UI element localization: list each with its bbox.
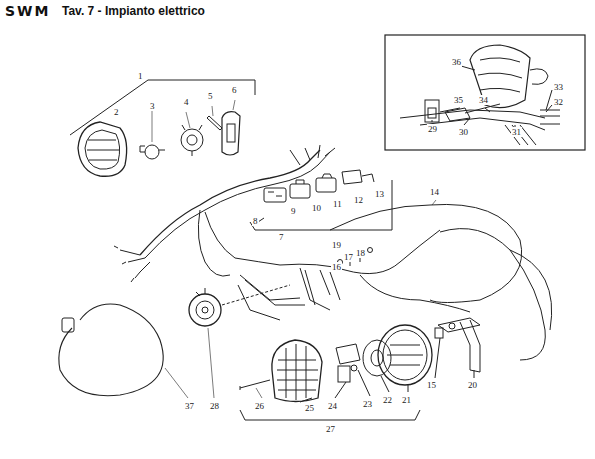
- callout-number: 2: [113, 107, 120, 117]
- callout-number: 8: [252, 216, 259, 226]
- callout-number: 33: [553, 82, 564, 92]
- callout-number: 37: [184, 401, 195, 411]
- callout-number: 25: [304, 403, 315, 413]
- callout-number: 13: [374, 189, 385, 199]
- callout-number: 6: [231, 85, 238, 95]
- callout-number: 34: [478, 95, 489, 105]
- callout-number: 16: [331, 262, 342, 272]
- callout-number: 10: [311, 203, 322, 213]
- callout-number: 29: [427, 124, 438, 134]
- callout-number: 3: [149, 101, 156, 111]
- callout-number: 36: [451, 57, 462, 67]
- callout-number: 31: [511, 127, 522, 137]
- plate-title: Tav. 7 - Impianto elettrico: [62, 4, 205, 18]
- callout-number: 15: [426, 380, 437, 390]
- callout-number: 12: [353, 195, 364, 205]
- callout-number: 35: [453, 95, 464, 105]
- callout-number: 23: [362, 399, 373, 409]
- callout-number: 11: [332, 199, 343, 209]
- callout-number: 7: [278, 232, 285, 242]
- callout-number: 26: [254, 401, 265, 411]
- callout-number: 9: [290, 206, 297, 216]
- callout-number: 30: [458, 127, 469, 137]
- callout-number: 27: [325, 424, 336, 434]
- callout-number: 19: [331, 240, 342, 250]
- callout-number: 1: [137, 71, 144, 81]
- callout-number: 20: [467, 380, 478, 390]
- callout-number: 21: [401, 395, 412, 405]
- callout-number: 18: [355, 248, 366, 258]
- callout-number: 17: [343, 252, 354, 262]
- callout-number: 14: [429, 187, 440, 197]
- callout-number: 32: [553, 97, 564, 107]
- callout-number: 24: [327, 401, 338, 411]
- callout-number: 5: [207, 91, 214, 101]
- callout-number: 4: [183, 97, 190, 107]
- brand-logo: SWM: [5, 3, 50, 19]
- callout-number: 22: [382, 395, 393, 405]
- callout-number: 28: [209, 401, 220, 411]
